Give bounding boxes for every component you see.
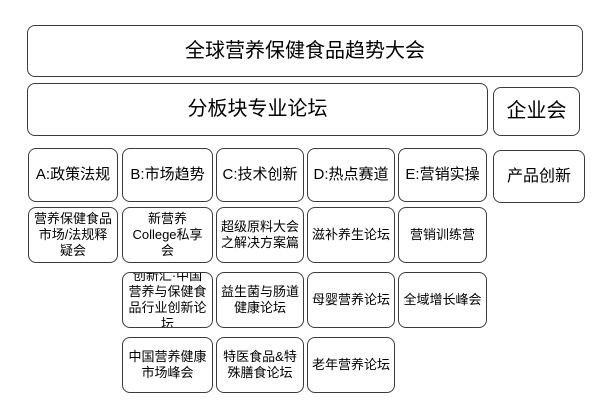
node-track-c-technology: C:技术创新 [216, 148, 304, 202]
node-item-market-regulation-session: 营养保健食品市场/法规释疑会 [28, 207, 118, 263]
node-item-medical-special-diet-forum: 特医食品&特殊膳食论坛 [216, 337, 304, 393]
node-track-d-hotspot: D:热点赛道 [307, 148, 395, 202]
node-track-b-market: B:市场趋势 [122, 148, 213, 202]
node-item-china-nutrition-market-summit: 中国营养健康市场峰会 [122, 337, 213, 393]
node-track-a-policy: A:政策法规 [28, 148, 118, 202]
node-item-omnichannel-growth-summit: 全域增长峰会 [398, 272, 487, 328]
node-item-super-ingredients-solutions: 超级原料大会之解决方案篇 [216, 207, 304, 263]
node-enterprise-band: 企业会 [493, 87, 580, 136]
node-forum-band: 分板块专业论坛 [27, 83, 488, 136]
node-conference-title: 全球营养保健食品趋势大会 [27, 25, 583, 77]
node-track-e-marketing: E:营销实操 [398, 148, 487, 202]
node-item-senior-nutrition-forum: 老年营养论坛 [307, 337, 395, 393]
node-item-innovation-hub-forum: 创新汇·中国营养与保健食品行业创新论坛 [122, 272, 213, 328]
node-item-new-nutrition-college: 新营养College私享会 [122, 207, 213, 263]
node-item-maternal-infant-nutrition-forum: 母婴营养论坛 [307, 272, 395, 328]
node-item-marketing-bootcamp: 营销训练营 [398, 207, 487, 263]
node-item-tonic-wellness-forum: 滋补养生论坛 [307, 207, 395, 263]
node-item-probiotics-gut-health-forum: 益生菌与肠道健康论坛 [216, 272, 304, 328]
node-track-product-innovation: 产品创新 [493, 150, 585, 203]
